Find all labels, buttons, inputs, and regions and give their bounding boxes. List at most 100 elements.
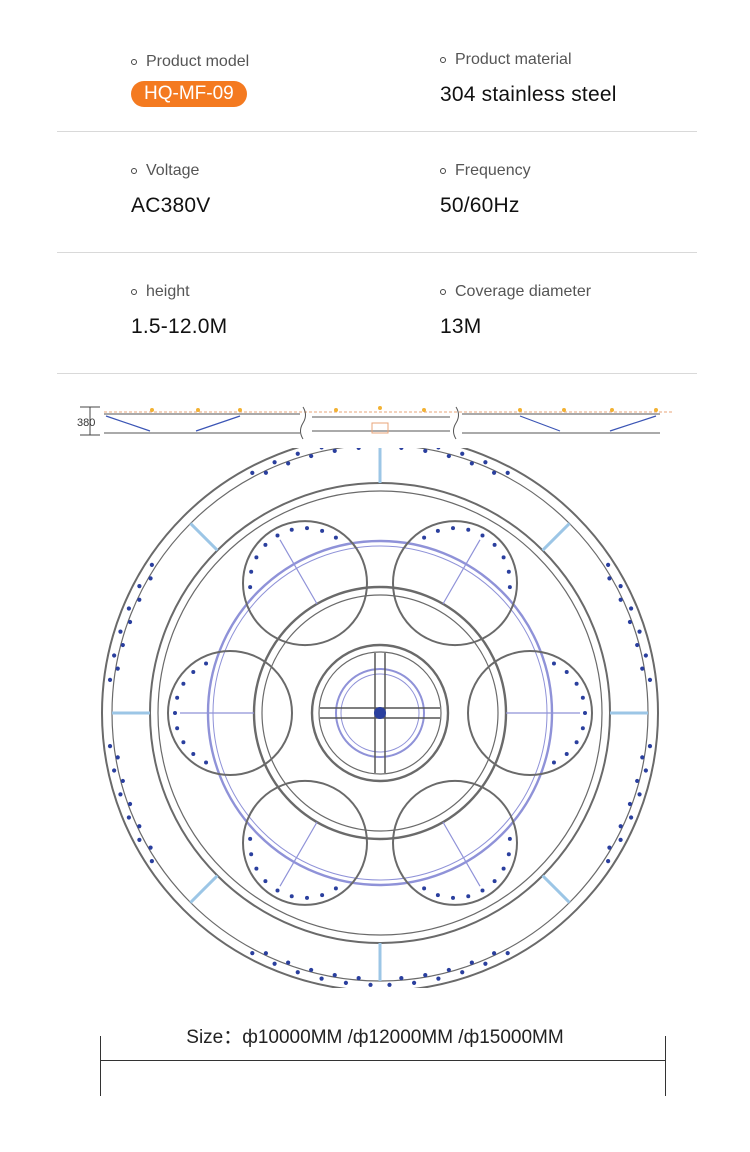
nozzle-dot — [305, 526, 310, 531]
petal-spoke — [442, 539, 481, 605]
spec-label: Voltage — [146, 162, 200, 179]
nozzle-dot — [460, 970, 465, 975]
nozzle-dot — [248, 836, 253, 841]
nozzle-dot — [118, 629, 123, 634]
nozzle-dot — [491, 470, 497, 475]
nozzle-dot — [506, 852, 511, 857]
nozzle-dot — [289, 527, 294, 532]
spec-value: 1.5-12.0M — [131, 315, 228, 338]
nozzle-dot — [466, 527, 471, 532]
nozzle-dot — [501, 555, 506, 560]
nozzle-dot — [435, 528, 440, 533]
nozzle-dot — [191, 670, 196, 675]
dimension-line — [101, 1060, 665, 1061]
spec-row-1: Product model HQ-MF-09 Product material … — [57, 11, 697, 132]
nozzle-dot — [275, 888, 280, 893]
nozzle-dot — [580, 695, 585, 700]
side-elevation-drawing: 380 — [77, 406, 672, 440]
nozzle-dot — [647, 744, 653, 749]
nozzle-dot — [435, 893, 440, 898]
nozzle-dot — [606, 562, 611, 567]
nozzle-dot — [263, 879, 268, 884]
nozzle-dot — [254, 866, 259, 871]
nozzle-dot — [181, 681, 186, 686]
nozzle-dot — [606, 859, 611, 864]
nozzle-dot — [250, 951, 255, 956]
nozzle-dot — [120, 778, 125, 784]
nozzle-dot — [118, 792, 123, 797]
nozzle-dot — [115, 666, 120, 671]
spec-label: Product model — [146, 53, 250, 70]
nozzle-dot — [305, 895, 310, 900]
petal-ring — [392, 779, 518, 906]
nozzle-dot — [173, 711, 177, 715]
dimension-tick-right — [665, 1036, 666, 1096]
nozzle-dot — [204, 760, 209, 765]
petal-spoke — [279, 539, 318, 605]
nozzle-dot — [637, 792, 642, 797]
nozzle-dot — [191, 751, 196, 756]
outer-strut — [541, 522, 571, 552]
nozzle-dot — [635, 642, 640, 648]
nozzle-dot — [356, 448, 361, 450]
nozzle-dot — [505, 951, 510, 956]
nozzle-dot — [181, 740, 186, 745]
nozzle-dot — [319, 976, 324, 981]
nozzle-dot — [399, 976, 404, 981]
product-model-badge: HQ-MF-09 — [131, 81, 247, 107]
nozzle-dot — [627, 801, 633, 807]
petal-spoke — [279, 821, 318, 887]
nozzle-dot — [627, 619, 633, 625]
spec-label: Frequency — [455, 162, 531, 179]
nozzle-dot — [469, 960, 474, 965]
nozzle-dot — [618, 597, 623, 602]
nozzle-dot — [480, 533, 485, 538]
nozzle-dot — [643, 768, 648, 773]
spec-value: 13M — [440, 315, 482, 338]
nozzle-dot — [112, 653, 117, 658]
nozzle-dot — [436, 976, 441, 981]
nozzle-dot — [501, 866, 506, 871]
nozzle-dot — [450, 526, 455, 531]
nozzle-dot — [423, 448, 428, 453]
nozzle-dot — [137, 837, 142, 842]
nozzle-dot — [107, 744, 113, 749]
nozzle-dot — [343, 980, 349, 985]
nozzle-dot — [492, 879, 497, 884]
nozzle-dot — [249, 569, 254, 574]
nozzle-dot — [422, 535, 427, 540]
size-caption: Size：ф10000MM /ф12000MM /ф15000MM — [186, 1027, 564, 1048]
nozzle-dot — [450, 895, 455, 900]
nozzle-dot — [148, 845, 153, 850]
nozzle-dot — [319, 448, 324, 450]
outer-strut — [541, 874, 571, 904]
outer-strut — [189, 874, 219, 904]
spec-voltage: Voltage AC380V — [131, 162, 210, 218]
nozzle-dot — [112, 768, 117, 773]
bullet-icon — [131, 168, 137, 174]
nozzle-dot — [635, 778, 640, 784]
nozzle-dot — [422, 886, 427, 891]
nozzle-dot — [320, 893, 325, 898]
nozzle-dot — [368, 982, 373, 987]
nozzle-dot — [263, 951, 269, 956]
nozzle-dot — [272, 460, 277, 465]
nozzle-dot — [491, 951, 497, 956]
nozzle-dot — [637, 629, 642, 634]
nozzle-dot — [629, 606, 634, 611]
spec-value: 304 stainless steel — [440, 83, 617, 106]
bullet-icon — [440, 57, 446, 63]
nozzle-dot — [175, 726, 180, 731]
petal-spoke — [442, 821, 481, 887]
nozzle-dot — [483, 460, 488, 465]
nozzle-dot — [309, 967, 314, 973]
nozzle-dot — [580, 726, 585, 731]
nozzle-dot — [564, 751, 569, 756]
nozzle-dot — [618, 584, 623, 589]
nozzle-dot — [607, 576, 612, 581]
nozzle-dot — [120, 642, 125, 648]
nozzle-dot — [399, 448, 404, 450]
nozzle-dot — [551, 661, 556, 666]
nozzle-dot — [480, 888, 485, 893]
nozzle-dot — [126, 606, 131, 611]
